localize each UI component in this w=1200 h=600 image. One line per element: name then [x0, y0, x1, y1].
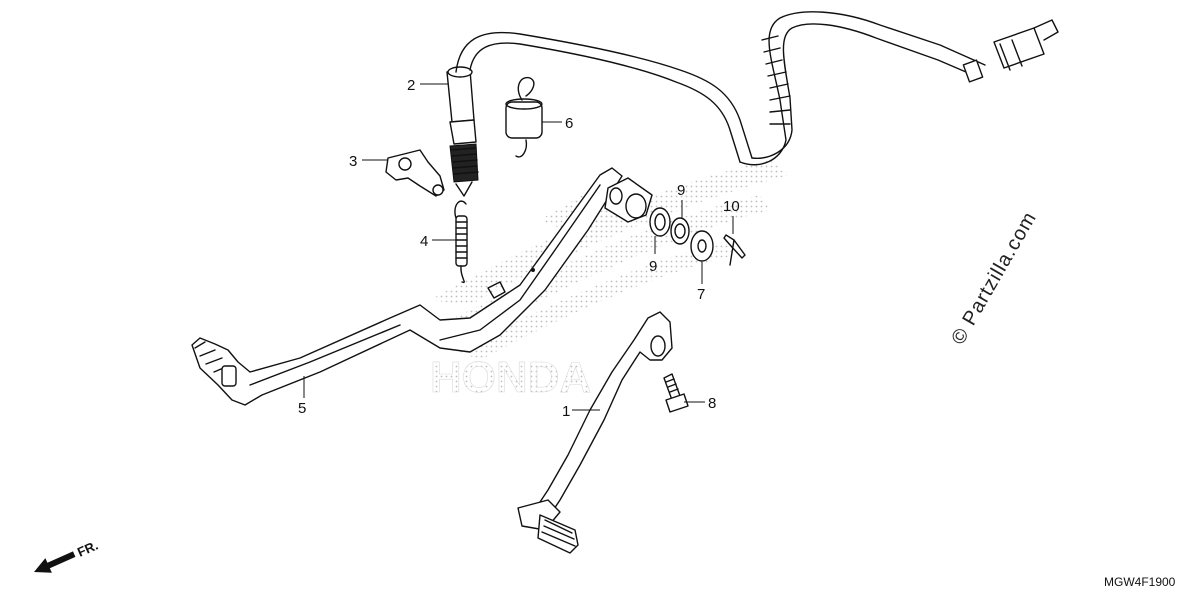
oil-seal-inner [649, 207, 671, 237]
callout-1: 1 [562, 403, 600, 420]
callout-label-7: 7 [697, 286, 705, 303]
callout-7: 7 [697, 262, 705, 303]
callout-label-5: 5 [298, 400, 306, 417]
honda-logo-text: HONDA [430, 353, 591, 402]
callout-2: 2 [407, 77, 448, 94]
callout-4: 4 [420, 233, 458, 250]
callout-6: 6 [542, 115, 573, 132]
bolt [663, 373, 689, 413]
callout-5: 5 [298, 376, 306, 417]
oil-seal-outer [670, 217, 690, 245]
front-arrow-icon [34, 551, 76, 573]
callout-label-2: 2 [407, 77, 415, 94]
switch-bracket [385, 149, 445, 197]
front-indicator: FR. [34, 538, 100, 573]
return-spring [505, 76, 543, 158]
callout-8: 8 [684, 395, 716, 412]
front-indicator-label: FR. [75, 538, 100, 560]
switch-harness [455, 11, 1059, 166]
callout-label-9-bottom: 9 [649, 258, 657, 275]
callout-label-8: 8 [708, 395, 716, 412]
brake-spring [454, 200, 468, 284]
callout-label-6: 6 [565, 115, 573, 132]
callout-label-4: 4 [420, 233, 428, 250]
pedal-pivot-sleeve [604, 177, 653, 223]
stop-switch-assembly [446, 66, 479, 197]
partzilla-watermark: © Partzilla.com [947, 208, 1041, 349]
callout-10: 10 [723, 198, 740, 234]
cotter-pin [723, 234, 746, 266]
callout-3: 3 [349, 153, 388, 170]
washer [690, 230, 714, 262]
brake-pedal [191, 167, 623, 406]
diagram-code: MGW4F1900 [1104, 575, 1176, 589]
callout-label-3: 3 [349, 153, 357, 170]
callout-label-9-top: 9 [677, 182, 685, 199]
callout-label-10: 10 [723, 198, 740, 215]
callout-label-1: 1 [562, 403, 570, 420]
callout-9-bottom: 9 [649, 236, 657, 275]
callout-9-top: 9 [677, 182, 685, 218]
gearshift-pedal [517, 311, 673, 554]
